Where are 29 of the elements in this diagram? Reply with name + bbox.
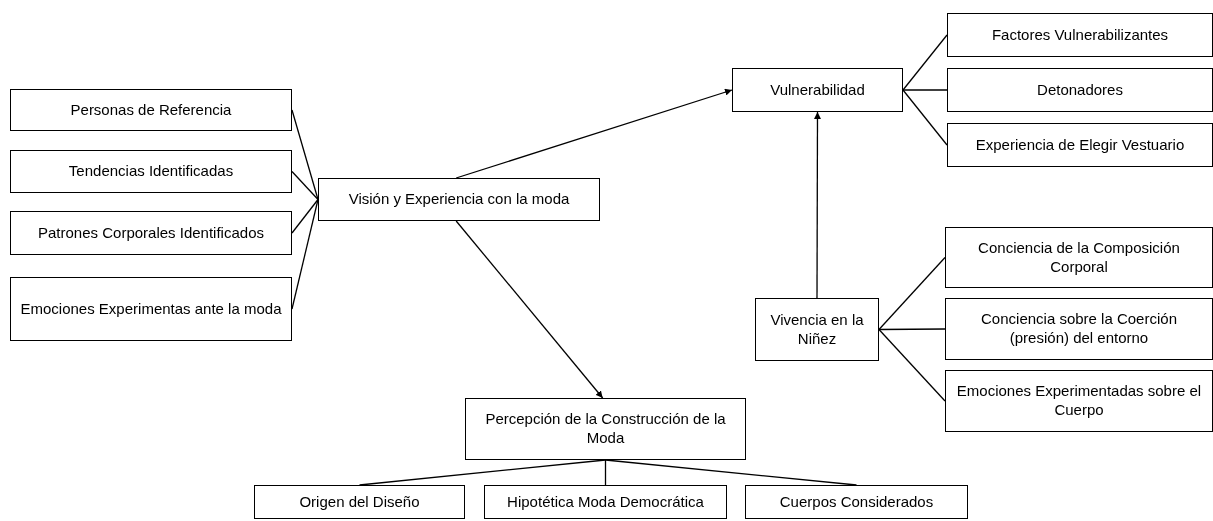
connector-line bbox=[902, 34, 948, 91]
connector-line bbox=[902, 89, 948, 146]
connector-line bbox=[878, 256, 946, 331]
category-box: Personas de Referencia bbox=[10, 89, 292, 131]
category-box: Hipotética Moda Democrática bbox=[484, 485, 727, 519]
category-box: Conciencia sobre la Coerción (presión) del entorno bbox=[945, 298, 1213, 360]
category-box: Cuerpos Considerados bbox=[745, 485, 968, 519]
connector-line bbox=[291, 198, 319, 234]
category-box: Percepción de la Construcción de la Moda bbox=[465, 398, 746, 460]
category-box: Tendencias Identificadas bbox=[10, 150, 292, 193]
arrow bbox=[455, 220, 604, 399]
category-box: Emociones Experimentas ante la moda bbox=[10, 277, 292, 341]
category-box: Emociones Experimentadas sobre el Cuerpo bbox=[945, 370, 1213, 432]
category-box: Vulnerabilidad bbox=[732, 68, 903, 112]
connector-line bbox=[878, 328, 946, 331]
category-box: Experiencia de Elegir Vestuario bbox=[947, 123, 1213, 167]
arrow bbox=[455, 88, 733, 179]
category-box: Factores Vulnerabilizantes bbox=[947, 13, 1213, 57]
category-box: Origen del Diseño bbox=[254, 485, 465, 519]
connector-line bbox=[878, 328, 946, 402]
category-box: Detonadores bbox=[947, 68, 1213, 112]
arrow bbox=[814, 111, 821, 299]
connector-line bbox=[604, 459, 607, 486]
category-box: Visión y Experiencia con la moda bbox=[318, 178, 600, 221]
category-box: Patrones Corporales Identificados bbox=[10, 211, 292, 255]
connector-line bbox=[291, 170, 319, 201]
connector-line bbox=[902, 89, 948, 91]
category-box: Vivencia en la Niñez bbox=[755, 298, 879, 361]
category-box: Conciencia de la Composición Corporal bbox=[945, 227, 1213, 288]
